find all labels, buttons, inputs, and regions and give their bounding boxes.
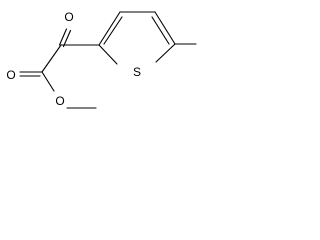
sulfur-label: S (133, 65, 141, 79)
carbonyl-carbon-bond (41, 44, 62, 73)
carbonyl-oxygen-label: O (6, 68, 15, 82)
chemical-structure: O O O S (6, 10, 197, 109)
thiophene-ring (98, 11, 176, 65)
ketone-double-bond (58, 28, 72, 48)
ester-oxygen-label: O (55, 94, 64, 108)
ester-carbonyl-double-bond (19, 71, 43, 77)
ketone-oxygen-label: O (64, 10, 73, 24)
ester-oxygen-bond (41, 71, 55, 92)
